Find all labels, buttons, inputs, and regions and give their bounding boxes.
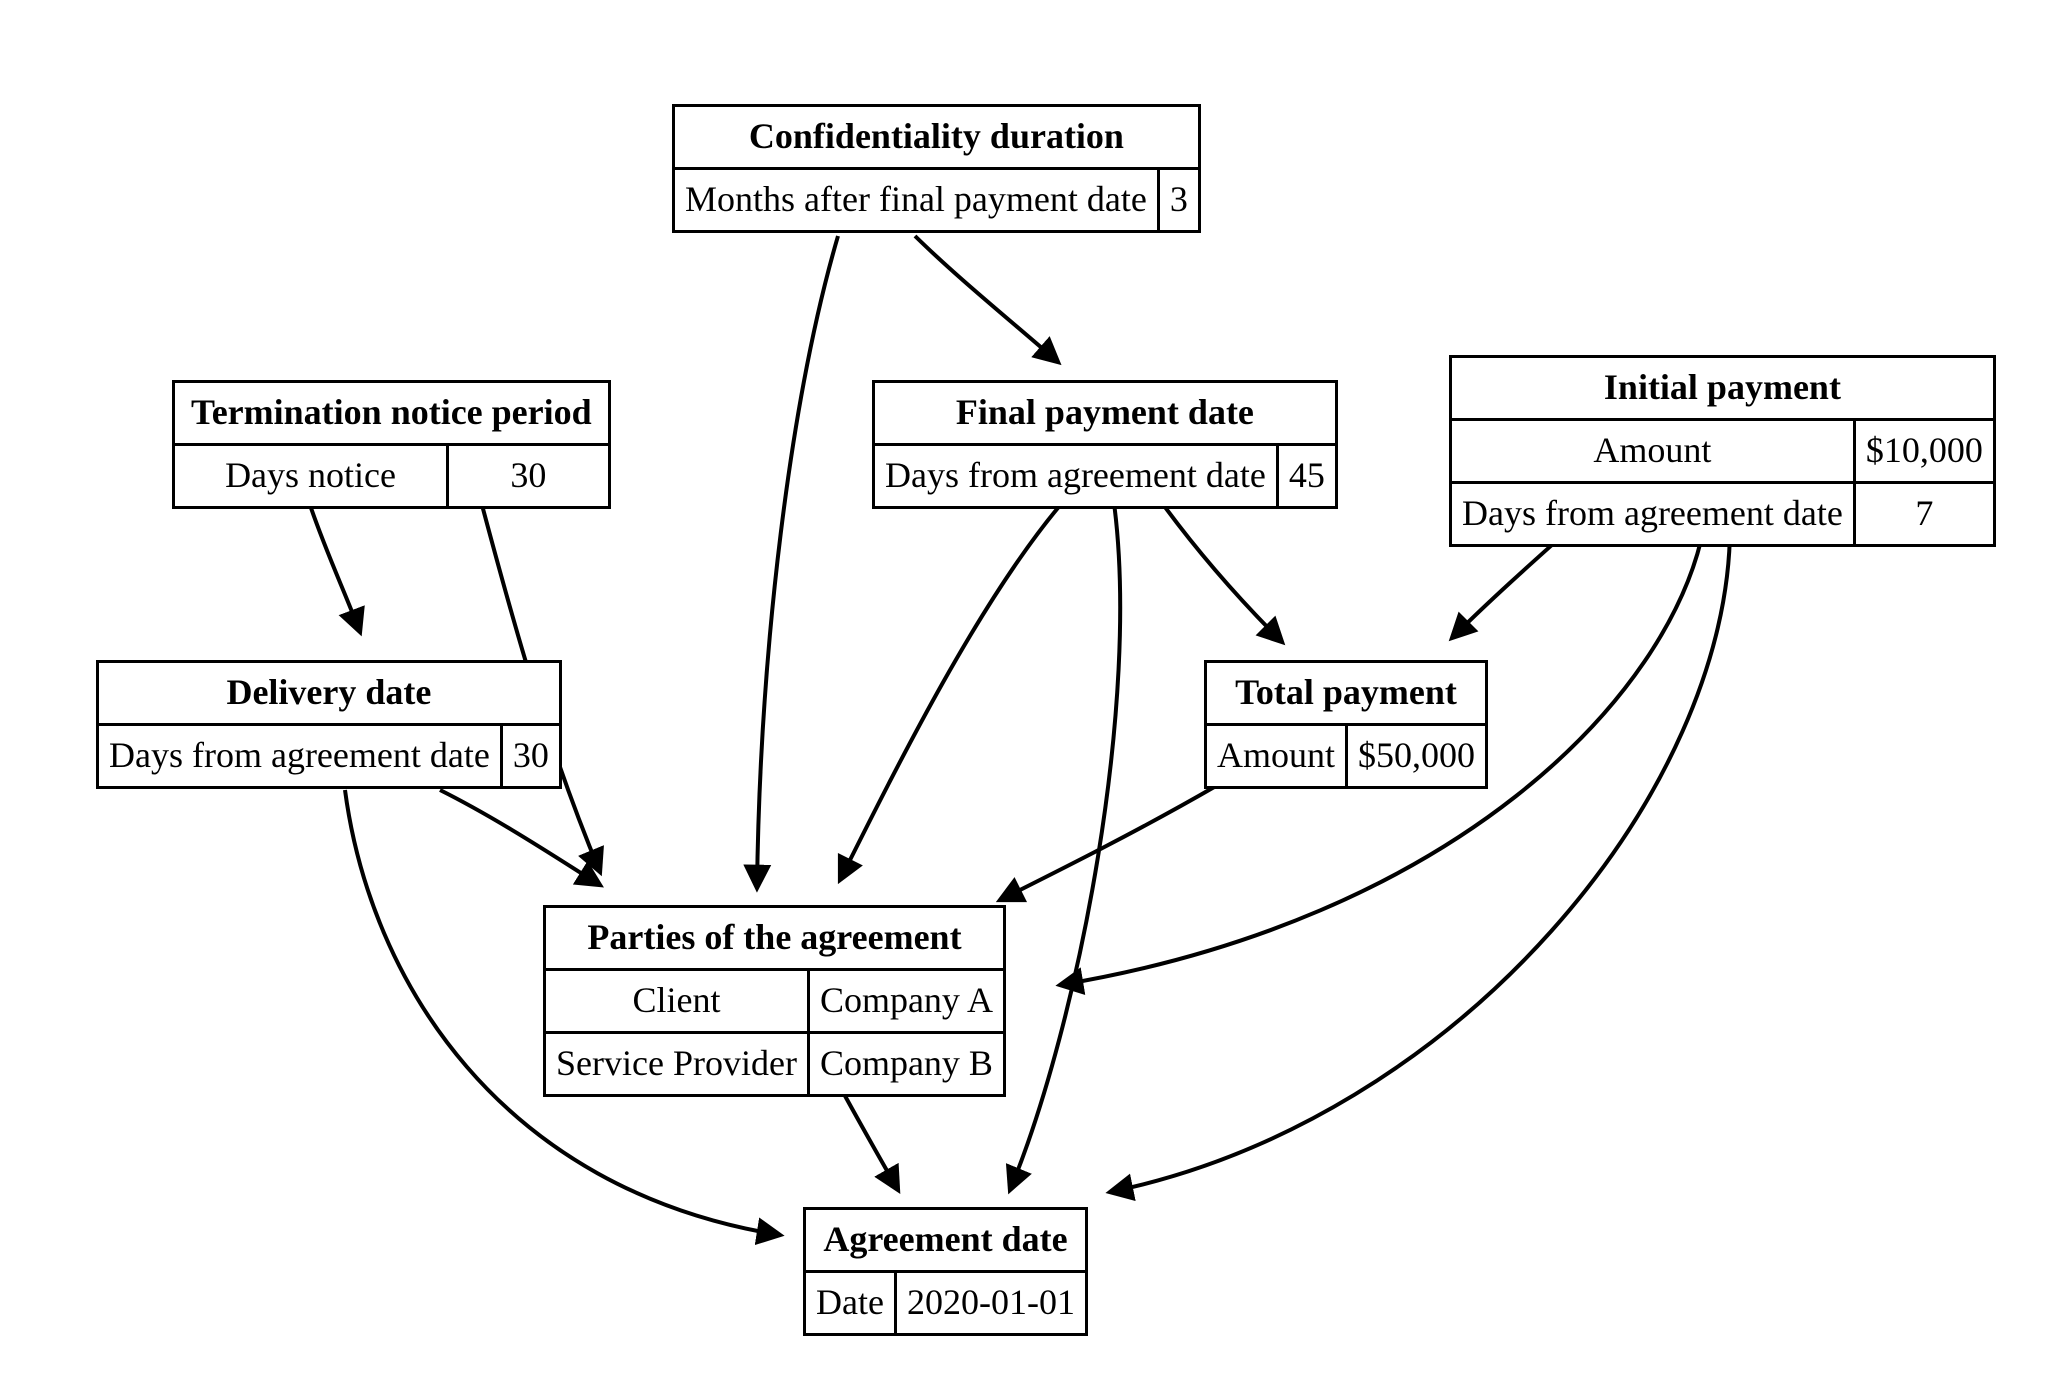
- node-row: Days from agreement date 30: [99, 726, 559, 786]
- node-rows: Days notice 30: [175, 446, 608, 506]
- row-key: Months after final payment date: [685, 179, 1147, 219]
- node-delivery-date[interactable]: Delivery date Days from agreement date 3…: [96, 660, 562, 789]
- row-key: Days from agreement date: [109, 735, 490, 775]
- row-value: $50,000: [1345, 726, 1486, 786]
- row-value: 2020-01-01: [893, 1273, 1085, 1333]
- node-title: Initial payment: [1452, 358, 1993, 421]
- row-value: 45: [1275, 446, 1335, 506]
- edge-final_payment_date-to-agreement_date: [1005, 502, 1123, 1195]
- edge-confidentiality_duration-to-final_payment_date: [913, 234, 1062, 366]
- row-value: 7: [1852, 481, 1993, 544]
- node-total-payment[interactable]: Total payment Amount $50,000: [1204, 660, 1489, 789]
- edge-parties_of_the_agreement-to-agreement_date: [836, 1082, 901, 1195]
- row-value: 30: [499, 726, 559, 786]
- node-row: Amount $10,000: [1452, 421, 1993, 483]
- node-row: Service Provider Company B: [546, 1031, 1003, 1094]
- node-title: Parties of the agreement: [546, 908, 1003, 971]
- edge-delivery_date-to-parties_of_the_agreement: [439, 788, 604, 888]
- edge-termination_notice_period-to-delivery_date: [308, 504, 365, 637]
- node-title: Total payment: [1207, 663, 1486, 726]
- node-rows: Amount $10,000 Days from agreement date …: [1452, 421, 1993, 544]
- node-rows: Date 2020-01-01: [806, 1273, 1085, 1333]
- node-rows: Days from agreement date 30: [99, 726, 559, 786]
- row-value: Company B: [806, 1031, 1003, 1094]
- node-parties-of-the-agreement[interactable]: Parties of the agreement Client Company …: [543, 905, 1006, 1097]
- row-key: Days from agreement date: [885, 455, 1266, 495]
- edge-final_payment_date-to-total_payment: [1160, 501, 1286, 646]
- row-key: Amount: [1217, 735, 1336, 775]
- row-key: Amount: [1593, 430, 1712, 470]
- node-row: Days from agreement date 7: [1452, 481, 1993, 544]
- node-row: Days notice 30: [175, 446, 608, 506]
- node-title: Confidentiality duration: [675, 107, 1198, 170]
- node-title: Final payment date: [875, 383, 1335, 446]
- row-value: 30: [446, 446, 608, 506]
- node-agreement-date[interactable]: Agreement date Date 2020-01-01: [803, 1207, 1088, 1336]
- node-row: Date 2020-01-01: [806, 1273, 1085, 1333]
- node-row: Amount $50,000: [1207, 726, 1486, 786]
- row-key: Date: [816, 1282, 884, 1322]
- row-key: Days from agreement date: [1452, 481, 1855, 544]
- node-rows: Days from agreement date 45: [875, 446, 1335, 506]
- node-initial-payment[interactable]: Initial payment Amount $10,000 Days from…: [1449, 355, 1996, 547]
- node-termination-notice-period[interactable]: Termination notice period Days notice 30: [172, 380, 611, 509]
- row-key: Service Provider: [546, 1031, 809, 1094]
- edge-final_payment_date-to-parties_of_the_agreement: [837, 501, 1064, 885]
- row-value: Company A: [806, 971, 1003, 1033]
- node-rows: Client Company A Service Provider Compan…: [546, 971, 1003, 1094]
- node-row: Client Company A: [546, 971, 1003, 1033]
- row-key: Client: [632, 980, 721, 1020]
- row-value: $10,000: [1852, 421, 1993, 483]
- node-title: Termination notice period: [175, 383, 608, 446]
- edge-total_payment-to-parties_of_the_agreement: [995, 784, 1218, 903]
- node-row: Months after final payment date 3: [675, 170, 1198, 230]
- node-confidentiality-duration[interactable]: Confidentiality duration Months after fi…: [672, 104, 1201, 233]
- edge-confidentiality_duration-to-parties_of_the_agreement: [743, 235, 840, 893]
- row-value: 3: [1156, 170, 1198, 230]
- node-rows: Amount $50,000: [1207, 726, 1486, 786]
- row-key: Days notice: [225, 455, 397, 495]
- node-row: Days from agreement date 45: [875, 446, 1335, 506]
- node-title: Agreement date: [806, 1210, 1085, 1273]
- node-rows: Months after final payment date 3: [675, 170, 1198, 230]
- node-title: Delivery date: [99, 663, 559, 726]
- edge-initial_payment-to-agreement_date: [1105, 526, 1732, 1201]
- node-final-payment-date[interactable]: Final payment date Days from agreement d…: [872, 380, 1338, 509]
